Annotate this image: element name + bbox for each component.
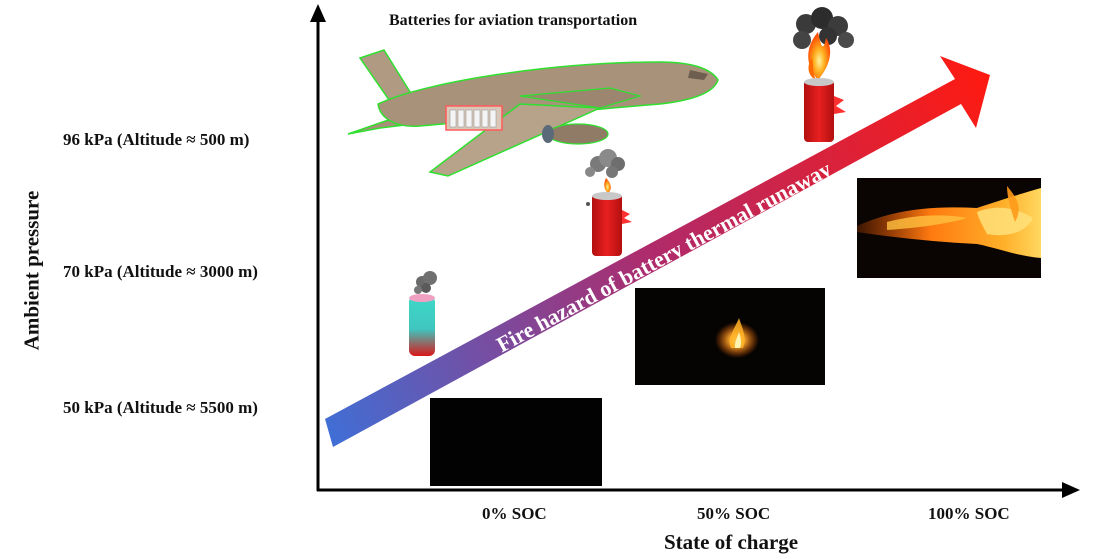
battery-pack-icon — [445, 105, 503, 131]
y-level-96kpa: 96 kPa (Altitude ≈ 500 m) — [63, 130, 250, 149]
x-level-0-soc: 0% SOC — [482, 504, 547, 523]
x-level-100-soc: 100% SOC — [928, 504, 1010, 523]
photo-100-soc-96kpa — [857, 178, 1041, 278]
diagram-title: Batteries for aviation transportation — [389, 12, 638, 29]
airplane-icon — [347, 49, 719, 177]
y-level-70kpa: 70 kPa (Altitude ≈ 3000 m) — [63, 262, 258, 281]
y-axis-title: Ambient pressure — [19, 190, 44, 351]
small-flame-icon — [715, 318, 759, 358]
x-axis — [317, 482, 1080, 498]
x-axis-title: State of charge — [664, 530, 799, 554]
y-level-50kpa: 50 kPa (Altitude ≈ 5500 m) — [63, 398, 258, 417]
smoke-icon — [793, 7, 854, 49]
battery-fire-icon — [793, 7, 854, 142]
fire-hazard-arrow — [325, 56, 990, 447]
smoke-icon — [585, 149, 625, 206]
x-axis-arrowhead — [1062, 482, 1080, 498]
y-axis-arrowhead — [310, 4, 326, 22]
battery-smoke-icon-low — [409, 271, 437, 356]
photo-50-soc-70kpa — [635, 288, 825, 385]
x-level-50-soc: 50% SOC — [697, 504, 771, 523]
battery-smoke-icon — [585, 149, 632, 256]
y-axis — [310, 4, 326, 491]
smoke-icon — [414, 271, 437, 294]
photo-0-soc-50kpa — [430, 398, 602, 486]
flame-photo — [857, 186, 1041, 258]
